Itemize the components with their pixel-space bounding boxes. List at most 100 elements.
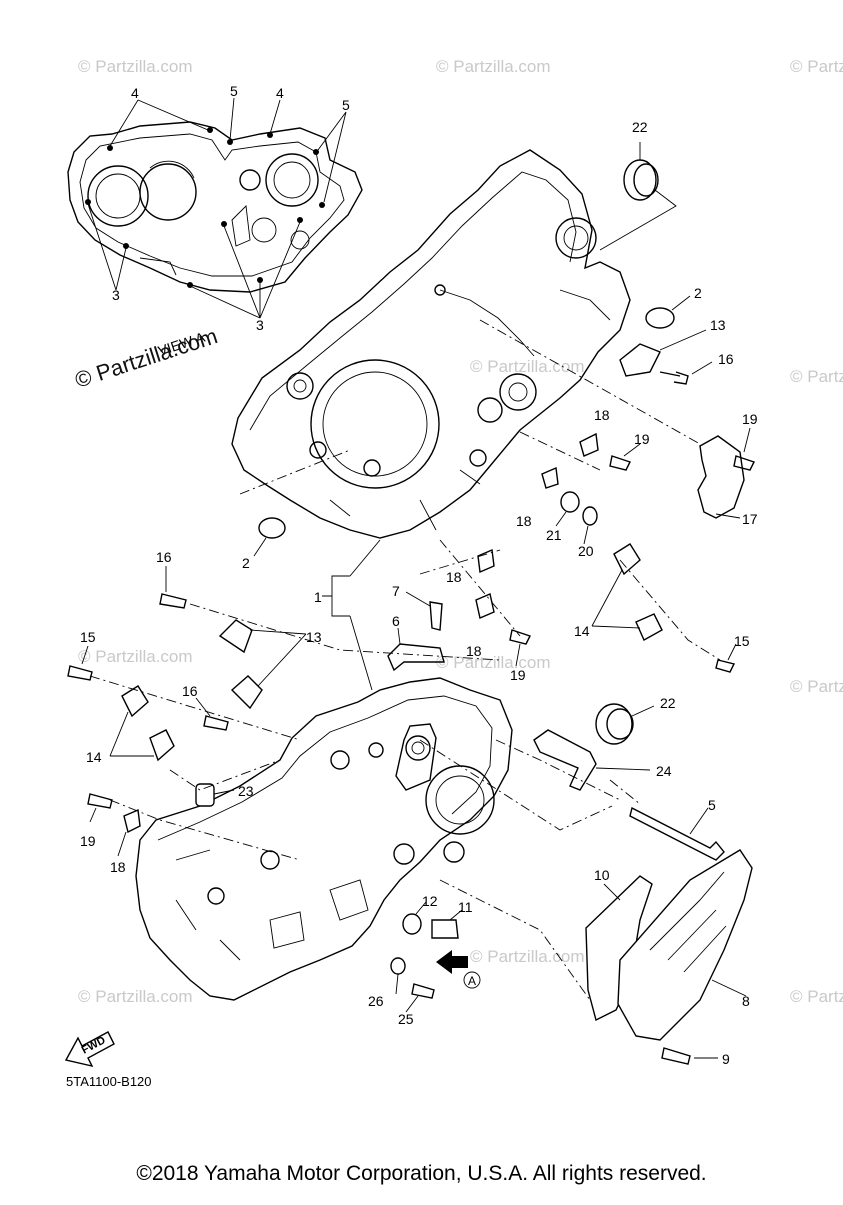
callout-22: 22 bbox=[660, 695, 676, 711]
lower-crankcase-half bbox=[135, 677, 513, 1001]
diagram-code: 5TA1100-B120 bbox=[66, 1074, 152, 1089]
washer-20 bbox=[582, 506, 598, 545]
assembly-lines bbox=[89, 319, 721, 1001]
dowel-pin-2-right bbox=[645, 295, 691, 329]
callout-16: 16 bbox=[718, 351, 734, 367]
bolt-25 bbox=[405, 983, 435, 1013]
watermark: © Partzilla.com bbox=[78, 57, 193, 76]
watermark: © Partzilla.com bbox=[78, 647, 193, 666]
callout-22: 22 bbox=[632, 119, 648, 135]
callout-24: 24 bbox=[656, 763, 672, 779]
callout-12: 12 bbox=[422, 893, 438, 909]
callout-11: 11 bbox=[458, 899, 473, 915]
bolt-19-mid bbox=[609, 443, 641, 471]
clamp-6 bbox=[387, 627, 445, 672]
callout-4: 4 bbox=[131, 85, 139, 101]
oil-seal-22-upper bbox=[599, 142, 677, 251]
dowel-pin-2-left bbox=[253, 517, 286, 557]
view-a-label-group: VIEW A © Partzilla.com bbox=[72, 323, 221, 393]
watermark: © Partzilla.com bbox=[790, 367, 843, 386]
callout-20: 20 bbox=[578, 543, 594, 559]
watermark: © Partzilla.com bbox=[470, 357, 585, 376]
callout-14: 14 bbox=[86, 749, 102, 765]
washer-26 bbox=[390, 957, 406, 995]
callout-5: 5 bbox=[230, 83, 238, 99]
guide-24 bbox=[533, 729, 651, 791]
clip-18-left bbox=[117, 808, 141, 857]
watermark: © Partzilla.com bbox=[470, 947, 585, 966]
callout-18: 18 bbox=[466, 643, 482, 659]
view-arrow-icon bbox=[436, 950, 481, 989]
screw-15-right bbox=[715, 643, 737, 673]
fwd-label: FWD bbox=[80, 1034, 108, 1056]
callout-17: 17 bbox=[742, 511, 758, 527]
callout-8: 8 bbox=[742, 993, 750, 1009]
watermark: © Partzilla.com bbox=[78, 987, 193, 1006]
copyright-footer: ©2018 Yamaha Motor Corporation, U.S.A. A… bbox=[136, 1162, 707, 1185]
callout-4: 4 bbox=[276, 85, 284, 101]
callout-9: 9 bbox=[722, 1051, 730, 1067]
watermark: © Partzilla.com bbox=[436, 57, 551, 76]
callout-3: 3 bbox=[112, 287, 120, 303]
bolt-19-lower-mid bbox=[509, 629, 531, 667]
bolt-16-left bbox=[159, 566, 187, 609]
cover-8 bbox=[617, 849, 753, 1041]
oil-seal-22-lower bbox=[595, 703, 655, 745]
bolt-16-right bbox=[659, 361, 713, 385]
callout-13: 13 bbox=[306, 629, 322, 645]
bolt-19-left bbox=[87, 793, 113, 823]
fwd-arrow-icon bbox=[64, 1031, 115, 1068]
watermark: © Partzilla.com bbox=[790, 677, 843, 696]
crankcase-bracket bbox=[322, 539, 381, 691]
watermark: © Partzilla.com bbox=[436, 653, 551, 672]
plug-11 bbox=[431, 909, 463, 939]
washer-12 bbox=[402, 901, 427, 935]
callout-6: 6 bbox=[392, 613, 400, 629]
callout-18: 18 bbox=[110, 859, 126, 875]
upper-crankcase-half bbox=[231, 149, 631, 539]
callout-18: 18 bbox=[446, 569, 462, 585]
plate-17 bbox=[697, 435, 745, 519]
view-callout-letter: A bbox=[468, 974, 476, 988]
callout-14: 14 bbox=[574, 623, 590, 639]
dowel-23 bbox=[195, 783, 235, 807]
bolt-5-long bbox=[629, 806, 725, 861]
screw-9 bbox=[661, 1047, 718, 1065]
callout-7: 7 bbox=[392, 583, 400, 599]
callout-25: 25 bbox=[398, 1011, 414, 1027]
clip-14-right bbox=[591, 543, 663, 641]
watermarks: © Partzilla.com © Partzilla.com © Partzi… bbox=[78, 57, 843, 1006]
callout-16: 16 bbox=[156, 549, 172, 565]
watermark: © Partzilla.com bbox=[790, 987, 843, 1006]
bolt-16-lower-left bbox=[195, 697, 229, 731]
callout-15: 15 bbox=[80, 629, 96, 645]
clip-18-mid bbox=[475, 548, 495, 619]
stay-13-right bbox=[619, 329, 707, 377]
bolt-19-upper-right bbox=[733, 427, 755, 471]
callout-18: 18 bbox=[516, 513, 532, 529]
callout-26: 26 bbox=[368, 993, 384, 1009]
callout-1: 1 bbox=[314, 589, 322, 605]
callout-13: 13 bbox=[710, 317, 726, 333]
watermark: © Partzilla.com bbox=[790, 57, 843, 76]
callout-2: 2 bbox=[694, 285, 702, 301]
callout-16: 16 bbox=[182, 683, 198, 699]
screw-7 bbox=[405, 591, 443, 631]
callout-23: 23 bbox=[238, 783, 254, 799]
callout-19: 19 bbox=[510, 667, 526, 683]
collar-21 bbox=[555, 491, 580, 527]
view-a-crankcase-face bbox=[67, 97, 363, 319]
clip-14-left bbox=[109, 685, 175, 762]
stay-13-left bbox=[218, 619, 307, 710]
callout-2: 2 bbox=[242, 555, 250, 571]
callout-5: 5 bbox=[342, 97, 350, 113]
callout-5: 5 bbox=[708, 797, 716, 813]
callout-3: 3 bbox=[256, 317, 264, 333]
callout-15: 15 bbox=[734, 633, 750, 649]
callout-18: 18 bbox=[594, 407, 610, 423]
callout-19: 19 bbox=[742, 411, 758, 427]
callout-19: 19 bbox=[80, 833, 96, 849]
callout-10: 10 bbox=[594, 867, 610, 883]
